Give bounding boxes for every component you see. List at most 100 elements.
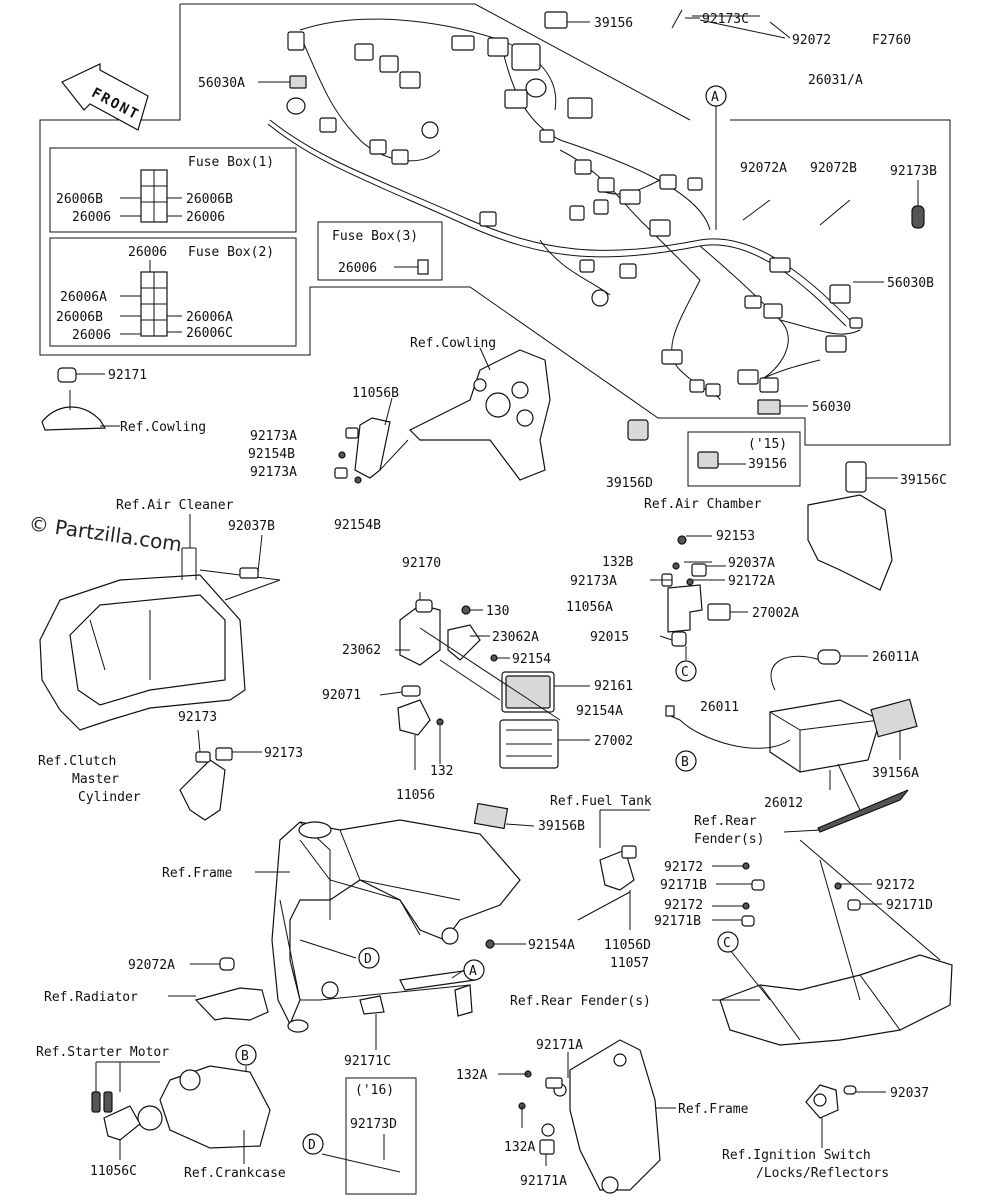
part-92171b-2: 92171B [654, 914, 701, 929]
part-92037b: 92037B [228, 519, 275, 534]
leader-lines-top [258, 9, 925, 407]
svg-text:A: A [469, 964, 477, 979]
fuse-box-2-right-1: 26006C [186, 326, 233, 341]
part-56030b: 56030B [887, 276, 934, 291]
ref-fuel-tank: Ref.Fuel Tank [550, 794, 652, 809]
ref-frame-bottom: Ref.Frame [678, 1102, 749, 1117]
part-132: 132 [430, 764, 453, 779]
fuse-box-2-left-0: 26006A [60, 290, 107, 305]
crankcase [91, 1061, 271, 1164]
part-92072b: 92072B [810, 161, 857, 176]
part-23062a: 23062A [492, 630, 539, 645]
ignition-switch [805, 1084, 886, 1148]
part-92172-2: 92172 [664, 898, 703, 913]
part-56030a: 56030A [198, 76, 245, 91]
part-11057: 11057 [610, 956, 649, 971]
part-132b: 132B [602, 555, 633, 570]
cowling-clip-left [41, 367, 120, 431]
fuse-box-2-title: Fuse Box(2) [188, 245, 274, 260]
part-92170: 92170 [402, 556, 441, 571]
part-56030: 56030 [812, 400, 851, 415]
part-26031a: 26031/A [808, 73, 863, 88]
part-23062: 23062 [342, 643, 381, 658]
part-92173a-3: 92173A [570, 574, 617, 589]
ref-ignition-1: Ref.Ignition Switch [722, 1148, 871, 1163]
ref-cowling-left: Ref.Cowling [120, 420, 206, 435]
ref-rear-fender-long: Ref.Rear Fender(s) [510, 994, 651, 1009]
part-92173-2: 92173 [264, 746, 303, 761]
part-92171d: 92171D [886, 898, 933, 913]
clutch-bracket [179, 729, 262, 821]
cowling-bracket [408, 347, 551, 481]
radiator-bracket [168, 957, 269, 1021]
fuse-box-2-left-2: 26006 [72, 328, 111, 343]
callout-b-mid: B [675, 750, 697, 772]
part-92173-1: 92173 [178, 710, 217, 725]
ref-clutch-2: Master [72, 772, 119, 787]
part-92154a-1: 92154A [576, 704, 623, 719]
part-27002: 27002 [594, 734, 633, 749]
part-39156a: 39156A [872, 766, 919, 781]
connector-39156-icon [544, 11, 568, 29]
air-cleaner [39, 514, 281, 731]
part-92037: 92037 [890, 1086, 929, 1101]
part-92153: 92153 [716, 529, 755, 544]
svg-text:D: D [364, 952, 372, 967]
part-11056b: 11056B [352, 386, 399, 401]
callout-a-top: A [705, 85, 727, 107]
part-27002a: 27002A [752, 606, 799, 621]
ref-rear-fender-1: Ref.Rear [694, 814, 757, 829]
part-92072a-top: 92072A [740, 161, 787, 176]
watermark: © Partzilla.com [27, 511, 183, 556]
part-92015: 92015 [590, 630, 629, 645]
part-92171a-2: 92171A [520, 1174, 567, 1189]
part-26011a: 26011A [872, 650, 919, 665]
ref-ignition-2: /Locks/Reflectors [756, 1166, 889, 1181]
rear-frame-piece [498, 1039, 676, 1194]
part-26012: 26012 [764, 796, 803, 811]
part-labels: 39156 92173C 92072 56030A 26031/A 92072A… [36, 12, 947, 1189]
bracket-11056b [334, 397, 409, 484]
part-130: 130 [486, 604, 509, 619]
fuse-box-2-left-1: 26006B [56, 310, 103, 325]
battery [665, 649, 918, 833]
part-92071: 92071 [322, 688, 361, 703]
part-92154a-2: 92154A [528, 938, 575, 953]
callout-c-mid: C [675, 660, 697, 682]
part-92171c: 92171C [344, 1054, 391, 1069]
ref-crankcase: Ref.Crankcase [184, 1166, 286, 1181]
svg-text:B: B [241, 1049, 249, 1064]
ref-cowling-top: Ref.Cowling [410, 336, 496, 351]
part-92173a-2: 92173A [250, 465, 297, 480]
callout-b-crankcase: B [235, 1044, 257, 1066]
variant-15-part: 39156 [748, 457, 787, 472]
ref-rear-fender-2: Fender(s) [694, 832, 764, 847]
fuse-box-1-title: Fuse Box(1) [188, 155, 274, 170]
part-92172-1: 92172 [664, 860, 703, 875]
part-39156c: 39156C [900, 473, 947, 488]
part-92173c: 92173C [702, 12, 749, 27]
ecu-area [379, 592, 590, 770]
part-92154b-1: 92154B [248, 447, 295, 462]
variant-15-year: ('15) [748, 437, 787, 452]
fuse-box-1-left-1: 26006 [72, 210, 111, 225]
part-92037a: 92037A [728, 556, 775, 571]
part-11056d: 11056D [604, 938, 651, 953]
ref-air-cleaner: Ref.Air Cleaner [116, 498, 234, 513]
part-92173a-1: 92173A [250, 429, 297, 444]
fuse-box-1-right-0: 26006B [186, 192, 233, 207]
part-11056c: 11056C [90, 1164, 137, 1179]
callout-a-frame: A [463, 959, 485, 981]
ref-clutch-3: Cylinder [78, 790, 141, 805]
part-92172-3: 92172 [876, 878, 915, 893]
part-11056a: 11056A [566, 600, 613, 615]
ref-air-chamber: Ref.Air Chamber [644, 497, 762, 512]
part-92171a-1: 92171A [536, 1038, 583, 1053]
part-92172a: 92172A [728, 574, 775, 589]
svg-text:C: C [723, 936, 731, 951]
diagram-code: F2760 [872, 33, 911, 48]
part-132a-2: 132A [504, 1140, 535, 1155]
fuse-box-3: Fuse Box(3) 26006 [317, 221, 443, 281]
part-26011: 26011 [700, 700, 739, 715]
